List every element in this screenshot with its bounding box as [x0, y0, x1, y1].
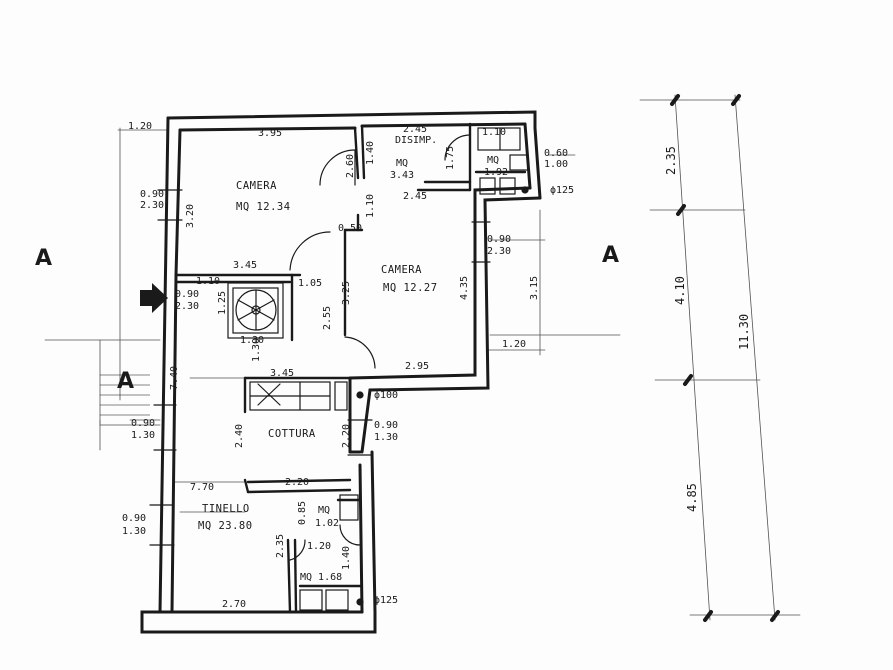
- room-bath-1-area: 1.92: [484, 167, 509, 178]
- dim-label: 0.85: [297, 500, 308, 525]
- dim-label: 2.70: [222, 599, 247, 610]
- dim-label: 2.95: [405, 361, 430, 372]
- dim-label: 2.45: [403, 191, 428, 202]
- dimension-lines: [44, 94, 801, 621]
- kitchen-counter: [249, 381, 348, 411]
- dim-label: 0.90: [140, 189, 165, 200]
- dim-label: 2.35: [664, 146, 678, 175]
- dim-label: 3.15: [529, 275, 540, 300]
- dim-label: 1.30: [251, 337, 262, 362]
- dim-label: 1.10: [196, 276, 221, 287]
- room-closet-mq: MQ: [318, 505, 331, 516]
- room-camera-1-area: MQ 12.34: [236, 201, 291, 213]
- dim-label: 0.60: [544, 148, 569, 159]
- dim-label: 2.30: [140, 200, 165, 211]
- outer-walls: [140, 110, 542, 634]
- interior-walls: [174, 122, 527, 614]
- dim-label: 2.45: [403, 124, 428, 135]
- room-bath-1-mq: MQ: [487, 155, 500, 166]
- dim-label: 4.10: [673, 276, 687, 305]
- dim-label: 1.30: [122, 526, 147, 537]
- section-mark-right-top: A: [602, 243, 620, 268]
- dim-label: ϕ100: [374, 390, 399, 401]
- dim-label: 1.40: [365, 140, 376, 165]
- entrance-arrow: [140, 283, 168, 313]
- room-disimp-mq: MQ: [396, 158, 409, 169]
- section-mark-left-mid: A: [117, 369, 135, 394]
- dim-label: 0.50: [338, 223, 363, 234]
- room-tinello-name: TINELLO: [202, 503, 250, 515]
- room-camera-2-name: CAMERA: [381, 264, 422, 276]
- room-camera-2-area: MQ 12.27: [383, 282, 438, 294]
- bathroom-fixtures: [299, 127, 529, 611]
- dim-label: 1.10: [482, 127, 507, 138]
- dim-label: 0.90: [131, 418, 156, 429]
- dim-label: ϕ125: [374, 595, 399, 606]
- spiral-stair: [227, 282, 284, 339]
- dim-label: 1.25: [217, 290, 228, 315]
- dim-label: 1.20: [502, 339, 527, 350]
- dim-label: 3.45: [270, 368, 295, 379]
- section-mark-left-top: A: [35, 246, 53, 271]
- dim-label: 2.60: [345, 153, 356, 178]
- dim-label: 1.20: [128, 121, 153, 132]
- room-cottura-name: COTTURA: [268, 428, 316, 440]
- windows: [149, 189, 491, 546]
- dim-label: 1.40: [341, 545, 352, 570]
- dim-label: 2.30: [175, 301, 200, 312]
- dim-label: 0.90: [175, 289, 200, 300]
- dim-label: 1.05: [298, 278, 323, 289]
- dim-label: 2.40: [234, 423, 245, 448]
- exterior-steps: [100, 374, 150, 416]
- dim-label: 7.70: [190, 482, 215, 493]
- dim-label: 7.40: [169, 365, 180, 390]
- dim-label: 2.20: [285, 477, 310, 488]
- room-tinello-area: MQ 23.80: [198, 520, 253, 532]
- dim-label: 0.90: [487, 234, 512, 245]
- dim-label: 2.20: [341, 423, 352, 448]
- dim-label: 3.45: [233, 260, 258, 271]
- dim-label: 2.30: [487, 246, 512, 257]
- dim-label: 4.85: [685, 483, 699, 512]
- dim-label: 1.30: [131, 430, 156, 441]
- dim-label: 1.10: [365, 193, 376, 218]
- dim-label: 1.30: [240, 335, 265, 346]
- dim-label: 4.35: [459, 275, 470, 300]
- dim-label: 3.95: [258, 128, 283, 139]
- dim-label: 3.20: [185, 203, 196, 228]
- dim-label: 3.25: [341, 280, 352, 305]
- dim-label: 11.30: [737, 313, 751, 350]
- dim-label: 2.35: [275, 533, 286, 558]
- room-bath-2-area: MQ 1.68: [300, 572, 343, 583]
- room-camera-1-name: CAMERA: [236, 180, 277, 192]
- dim-label: 0.90: [374, 420, 399, 431]
- dim-label: 1.20: [307, 541, 332, 552]
- dim-label: 1.00: [544, 159, 569, 170]
- door-swings: [289, 134, 471, 561]
- dim-label: 2.55: [322, 305, 333, 330]
- room-closet-area: 1.02: [315, 518, 340, 529]
- dim-label: 1.75: [445, 145, 456, 170]
- room-disimp-name: DISIMP.: [395, 135, 438, 146]
- dim-label: ϕ125: [550, 185, 575, 196]
- dim-label: 0.90: [122, 513, 147, 524]
- room-disimp-area: 3.43: [390, 170, 415, 181]
- dim-label: 1.30: [374, 432, 399, 443]
- dimension-ticks: [670, 94, 780, 622]
